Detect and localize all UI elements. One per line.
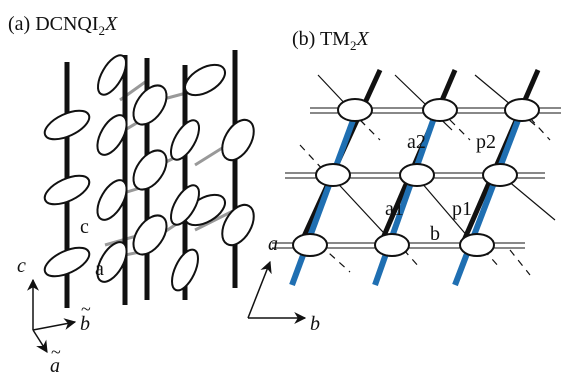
label-p1: p1 [452,198,472,220]
label-p2: p2 [476,131,496,153]
axis-a-label-b: a [268,233,278,255]
panel-b-title: (b) TM2X [292,28,369,53]
panel-a-title: (a) DCNQI2X [8,13,118,38]
label-a1: a1 [385,198,404,220]
panel-a: (a) DCNQI2X [8,13,255,377]
axis-c-label: c [17,255,26,277]
label-c: c [80,216,89,238]
axis-a-tilde: ~ [51,342,61,362]
axis-b-tilde: ~ [81,299,91,319]
axis-b-label-b: b [310,313,320,335]
axes-b [247,260,307,324]
molecules-b [292,98,540,257]
a2-bonds [289,113,523,287]
axis-b-label: b [80,313,90,335]
gray-bonds [99,78,236,262]
label-b: b [430,223,440,245]
axes-a [27,278,77,354]
panel-b: (b) TM2X [247,28,561,335]
label-a2: a2 [407,131,426,153]
axis-a-label: a [50,355,60,377]
label-a: a [95,258,104,280]
molecules-a [43,54,255,292]
